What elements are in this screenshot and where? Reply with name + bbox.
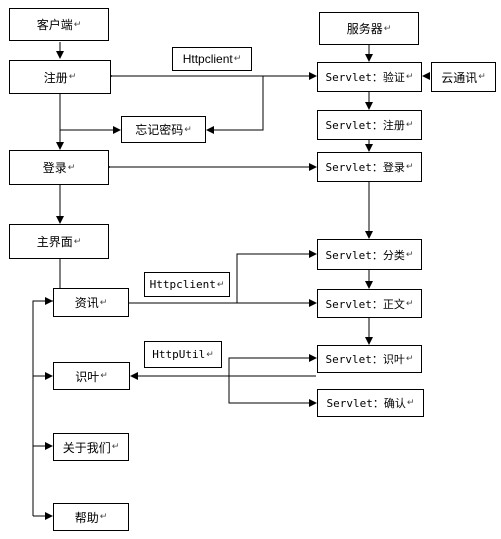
httpclient-top-box: Httpclient↵: [172, 47, 252, 71]
edge-httpclient-forgot: [206, 76, 264, 134]
forgot-password-label: 忘记密码: [135, 123, 184, 137]
pilcrow-mark: ↵: [216, 279, 225, 290]
httputil-box: HttpUtil↵: [144, 341, 222, 368]
servlet-leaf-id-box: Servlet：识叶↵: [317, 345, 422, 373]
pilcrow-mark: ↵: [233, 54, 242, 64]
pilcrow-mark: ↵: [405, 72, 414, 82]
pilcrow-mark: ↵: [73, 236, 82, 247]
yuntongxun-label: 云通讯: [441, 70, 478, 85]
pilcrow-mark: ↵: [405, 162, 414, 172]
news-box: 资讯↵: [53, 288, 129, 317]
edge-register-forgot: [59, 94, 121, 134]
server-box: 服务器↵: [319, 12, 419, 45]
leaf-id-box: 识叶↵: [53, 362, 130, 390]
pilcrow-mark: ↵: [405, 249, 414, 260]
pilcrow-mark: ↵: [405, 298, 414, 309]
pilcrow-mark: ↵: [67, 162, 76, 173]
forgot-password-box: 忘记密码↵: [121, 116, 206, 143]
pilcrow-mark: ↵: [68, 72, 77, 82]
edge-httpclient-svcategory: [236, 250, 317, 303]
servlet-register-label: Servlet：注册: [325, 119, 405, 132]
pilcrow-mark: ↵: [73, 19, 82, 30]
help-label: 帮助: [74, 510, 99, 525]
pilcrow-mark: ↵: [100, 371, 108, 381]
about-us-label: 关于我们: [62, 440, 111, 455]
main-ui-label: 主界面: [36, 235, 73, 249]
servlet-category-box: Servlet：分类↵: [317, 239, 422, 270]
help-box: 帮助↵: [53, 503, 129, 531]
register-box: 注册↵: [9, 60, 111, 94]
httpclient-mid-box: Httpclient↵: [144, 272, 230, 297]
pilcrow-mark: ↵: [405, 354, 414, 364]
servlet-login-label: Servlet：登录: [325, 161, 405, 174]
servlet-confirm-label: Servlet：确认: [326, 397, 406, 410]
about-us-box: 关于我们↵: [53, 433, 129, 461]
edge-httputil-confirm: [228, 376, 317, 407]
httpclient-top-label: Httpclient: [182, 52, 233, 66]
pilcrow-mark: ↵: [99, 297, 108, 308]
httputil-label: HttpUtil: [152, 348, 206, 361]
servlet-register-box: Servlet：注册↵: [317, 110, 422, 140]
servlet-leaf-id-label: Servlet：识叶: [325, 353, 405, 366]
pilcrow-mark: ↵: [405, 120, 414, 130]
register-label: 注册: [43, 70, 68, 85]
server-label: 服务器: [346, 22, 383, 36]
edge-httputil-svleafid: [228, 354, 317, 376]
pilcrow-mark: ↵: [478, 72, 486, 82]
servlet-verify-box: Servlet：验证↵: [317, 62, 422, 92]
pilcrow-mark: ↵: [184, 124, 192, 135]
client-label: 客户端: [36, 18, 73, 32]
pilcrow-mark: ↵: [206, 349, 214, 360]
login-box: 登录↵: [9, 150, 109, 185]
servlet-article-label: Servlet：正文: [325, 297, 405, 311]
servlet-verify-label: Servlet：验证: [325, 71, 405, 84]
login-label: 登录: [42, 161, 67, 175]
pilcrow-mark: ↵: [111, 442, 120, 452]
pilcrow-mark: ↵: [383, 23, 392, 34]
news-label: 资讯: [74, 296, 99, 310]
yuntongxun-box: 云通讯↵: [431, 62, 496, 92]
httpclient-mid-label: Httpclient: [149, 278, 216, 291]
servlet-category-label: Servlet：分类: [325, 248, 405, 262]
servlet-confirm-box: Servlet：确认↵: [317, 389, 424, 417]
servlet-login-box: Servlet：登录↵: [317, 152, 422, 182]
main-ui-box: 主界面↵: [9, 224, 109, 259]
servlet-article-box: Servlet：正文↵: [317, 289, 422, 318]
client-box: 客户端↵: [9, 8, 109, 41]
pilcrow-mark: ↵: [99, 512, 108, 522]
leaf-id-label: 识叶: [75, 369, 100, 384]
pilcrow-mark: ↵: [406, 398, 415, 408]
